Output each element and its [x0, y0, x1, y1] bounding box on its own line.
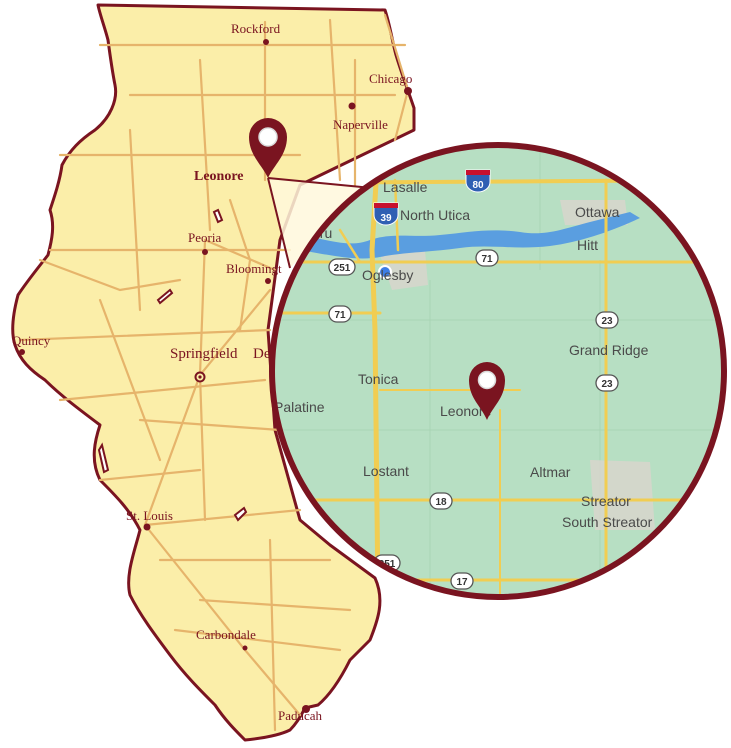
city-label-carbondale: Carbondale: [196, 627, 256, 642]
route-23-shield-south: 23: [595, 374, 619, 392]
zoom-map-pin-hole: [477, 370, 497, 390]
svg-text:23: 23: [601, 379, 613, 390]
svg-text:39: 39: [380, 213, 392, 224]
city-label-naperville: Naperville: [333, 117, 388, 132]
svg-text:23: 23: [601, 316, 613, 327]
route-71-shield-west: 71: [328, 305, 352, 323]
route-23-shield-north: 23: [595, 311, 619, 329]
svg-text:80: 80: [472, 180, 484, 191]
place-label-hitt: Hitt: [577, 237, 598, 253]
city-dots: [19, 39, 412, 713]
interstate-39-shield: 39: [373, 202, 399, 226]
zoom-leonore-pin[interactable]: [469, 362, 505, 420]
state-map: Rockford Chicago Naperville Leonore Peor…: [11, 3, 416, 742]
svg-text:18: 18: [435, 497, 447, 508]
illinois-state-shape: [11, 3, 416, 742]
springfield-capital-dot: [198, 375, 202, 379]
zoom-map-pin-icon: [469, 362, 505, 420]
city-label-decatur-partial: De: [253, 346, 271, 362]
zoom-place-labels: Lasalle North Utica Ottawa eru Hitt Ogle…: [274, 179, 653, 530]
place-label-south-streator: South Streator: [562, 514, 653, 530]
city-label-st-louis: St. Louis: [126, 508, 173, 523]
city-label-paducah: Paducah: [278, 708, 323, 723]
place-label-lasalle: Lasalle: [383, 179, 428, 195]
zoom-river: [300, 212, 640, 259]
route-71-shield-east: 71: [475, 249, 499, 267]
zoom-inset: 80 39 251 71 71: [269, 142, 727, 600]
current-location-dot: [378, 265, 392, 279]
svg-text:71: 71: [334, 310, 346, 321]
city-label-rockford: Rockford: [231, 21, 281, 36]
zoom-inset-border: [269, 142, 727, 600]
state-roads: [18, 13, 410, 732]
city-label-quincy: Quincy: [12, 333, 51, 348]
map-pin-hole: [258, 127, 278, 147]
route-251-shield-north: 251: [328, 258, 356, 276]
place-label-ottawa: Ottawa: [575, 204, 620, 220]
leonore-location-pin[interactable]: [249, 118, 287, 178]
place-label-grand-ridge: Grand Ridge: [569, 342, 649, 358]
svg-text:251: 251: [334, 263, 351, 274]
route-18-shield: 18: [429, 492, 453, 510]
place-label-leonore: Leonore: [440, 403, 492, 419]
place-label-lostant: Lostant: [363, 463, 409, 479]
svg-text:71: 71: [481, 254, 493, 265]
place-label-streator: Streator: [581, 493, 631, 509]
interstate-80-shield: 80: [465, 169, 491, 193]
state-lakes: [97, 208, 248, 522]
city-label-leonore: Leonore: [194, 169, 244, 184]
place-label-north-utica: North Utica: [400, 207, 470, 223]
place-label-tonica: Tonica: [358, 371, 399, 387]
place-label-palatine: Palatine: [274, 399, 325, 415]
city-label-peoria: Peoria: [188, 230, 221, 245]
svg-text:251: 251: [379, 559, 396, 570]
svg-text:17: 17: [456, 577, 468, 588]
city-label-bloomington: Bloomingt: [226, 261, 282, 276]
city-label-chicago: Chicago: [369, 71, 412, 86]
city-label-springfield: Springfield: [170, 346, 238, 362]
place-label-oglesby: Oglesby: [362, 267, 413, 283]
map-pin-icon: [249, 118, 287, 178]
place-label-altmar: Altmar: [530, 464, 571, 480]
route-17-shield: 17: [450, 572, 474, 590]
